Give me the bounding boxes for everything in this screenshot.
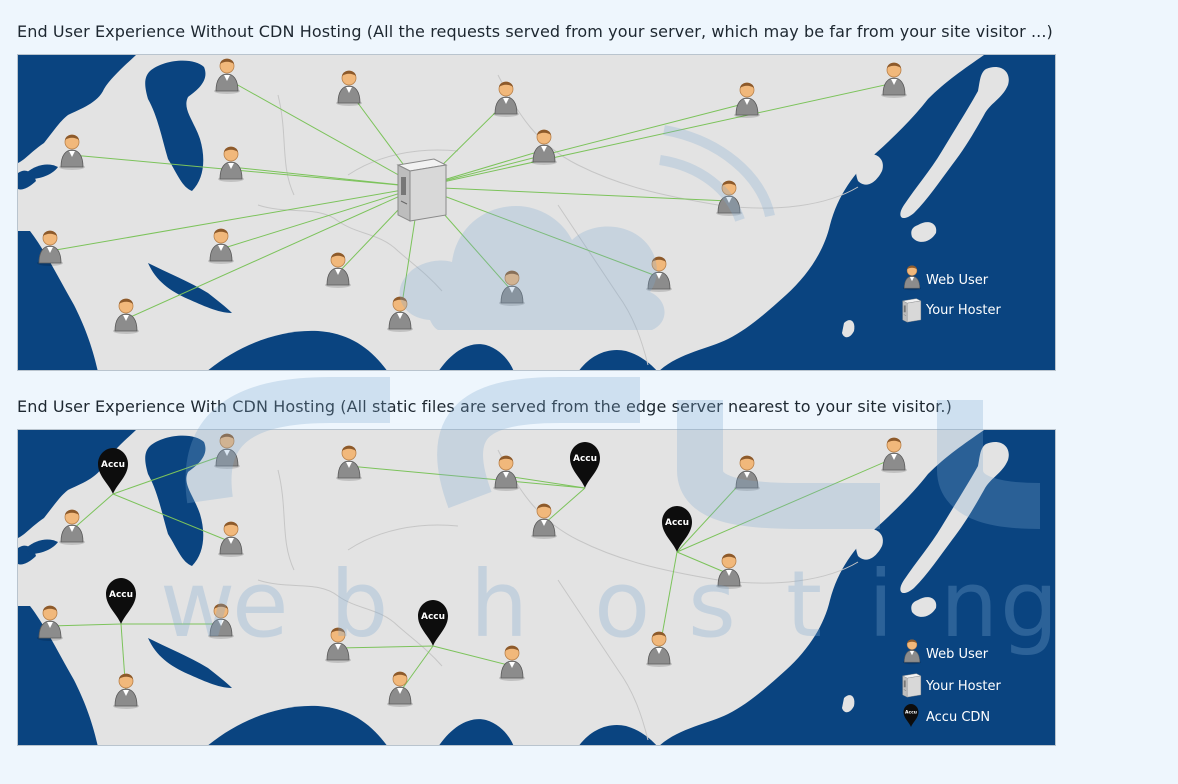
web-user-icon — [902, 265, 922, 291]
web-user-icon — [716, 180, 742, 216]
web-user-icon — [336, 70, 362, 106]
web-user-icon — [881, 437, 907, 473]
connection-line — [230, 166, 421, 188]
accu-cdn-pin-icon: Accu — [106, 578, 136, 624]
accu-cdn-pin-icon: Accu — [98, 448, 128, 494]
legend-web-user-label: Web User — [926, 647, 989, 662]
web-user-icon — [325, 252, 351, 288]
accu-cdn-pin-icon: Accu — [570, 442, 600, 488]
web-user-icon — [734, 82, 760, 118]
web-user-icon — [902, 639, 922, 665]
connection-line — [337, 645, 434, 649]
web-user-icon — [37, 230, 63, 266]
legend-web-user-label: Web User — [926, 273, 989, 288]
connection-line — [348, 465, 586, 489]
legend-cdn-label: Accu CDN — [926, 710, 990, 725]
hoster-server-icon — [902, 298, 922, 323]
links-to-hoster — [49, 78, 895, 320]
web-user-icon — [716, 553, 742, 589]
web-user-icon — [218, 146, 244, 182]
pin-label: Accu — [573, 454, 597, 464]
top-diagram-heading: End User Experience Without CDN Hosting … — [17, 22, 1053, 41]
hoster-server-icon — [396, 158, 448, 222]
web-user-icon — [881, 62, 907, 98]
accu-cdn-pin-icon: Accu — [903, 704, 919, 727]
connection-line — [399, 645, 434, 693]
web-user-icon — [214, 433, 240, 469]
connection-line — [505, 475, 586, 489]
web-user-icon — [325, 627, 351, 663]
connection-line — [419, 186, 730, 202]
web-users-group — [37, 58, 907, 334]
web-user-icon — [59, 134, 85, 170]
web-user-icon — [113, 673, 139, 709]
web-user-icon — [214, 58, 240, 94]
connection-line — [71, 154, 421, 188]
web-user-icon — [499, 270, 525, 306]
web-user-icon — [387, 296, 413, 332]
connection-line — [432, 645, 513, 667]
connection-line — [71, 493, 114, 531]
links-to-edge-servers — [49, 453, 895, 695]
connection-line — [419, 186, 660, 278]
connection-line — [49, 186, 421, 252]
pin-label: Accu — [665, 518, 689, 528]
web-user-icon — [113, 298, 139, 334]
web-user-icon — [646, 631, 672, 667]
web-users-group — [37, 433, 907, 709]
web-user-icon — [208, 228, 234, 264]
web-user-icon — [37, 605, 63, 641]
connection-line — [676, 457, 895, 553]
web-user-icon — [336, 445, 362, 481]
pin-label: Accu — [905, 710, 917, 716]
bottom-diagram-heading: End User Experience With CDN Hosting (Al… — [17, 397, 952, 416]
connection-line — [676, 551, 730, 575]
pin-label: Accu — [109, 590, 133, 600]
hoster-server-icon — [902, 673, 922, 698]
web-user-icon — [218, 521, 244, 557]
connection-line — [112, 453, 228, 495]
connection-line — [543, 487, 586, 525]
pin-label: Accu — [421, 612, 445, 622]
japan-land — [842, 66, 1009, 338]
web-user-icon — [646, 256, 672, 292]
web-user-icon — [531, 129, 557, 165]
connection-line — [125, 186, 421, 320]
web-user-icon — [499, 645, 525, 681]
web-user-icon — [493, 455, 519, 491]
connection-line — [49, 623, 122, 627]
accu-cdn-pin-icon: Accu — [418, 600, 448, 646]
web-user-icon — [387, 671, 413, 707]
japan-land — [842, 441, 1009, 713]
web-user-icon — [493, 81, 519, 117]
legend-hoster-label: Your Hoster — [925, 303, 1001, 318]
web-user-icon — [531, 503, 557, 539]
legend-hoster-label: Your Hoster — [925, 679, 1001, 694]
pin-label: Accu — [101, 460, 125, 470]
connection-line — [419, 102, 748, 188]
accu-cdn-pin-icon: Accu — [662, 506, 692, 552]
country-borders — [257, 449, 859, 741]
connection-line — [676, 475, 748, 553]
country-borders — [257, 74, 859, 366]
connection-line — [112, 493, 232, 543]
connection-line — [419, 82, 895, 188]
web-user-icon — [59, 509, 85, 545]
web-user-icon — [734, 455, 760, 491]
web-user-icon — [208, 603, 234, 639]
connection-line — [226, 78, 421, 188]
connection-line — [220, 186, 421, 250]
